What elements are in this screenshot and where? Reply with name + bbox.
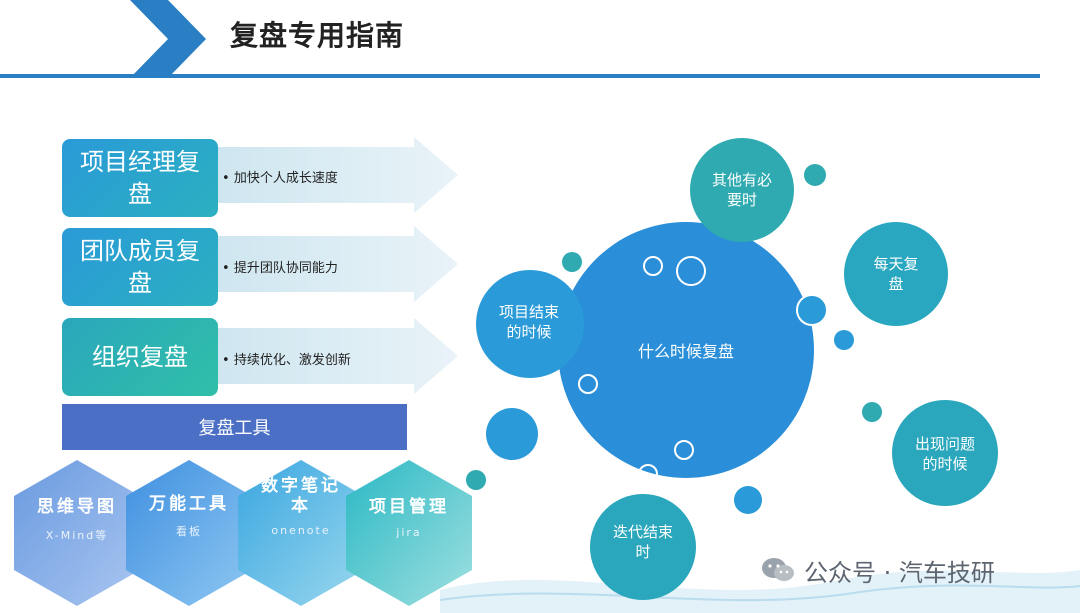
dot — [796, 294, 828, 326]
dot — [486, 408, 538, 460]
dot — [804, 164, 826, 186]
tool-label-1: 思维导图 — [37, 497, 117, 517]
pm-review-title: 项目经理复盘 — [80, 148, 200, 208]
pm-review-box: 项目经理复盘 — [62, 139, 218, 217]
hex-universal-tool — [126, 460, 252, 606]
team-review-note: • 提升团队协同能力 — [222, 261, 338, 276]
wechat-icon — [762, 558, 794, 581]
dot — [862, 402, 882, 422]
arrow-shape-3 — [218, 318, 458, 394]
ring — [674, 440, 694, 460]
org-review-box: 组织复盘 — [62, 318, 218, 396]
arrow-shape-2 — [218, 226, 458, 302]
dot — [466, 470, 486, 490]
iteration-bubble — [590, 494, 696, 600]
tool-sub-3: onenote — [271, 524, 331, 537]
center-bubble-label: 什么时候复盘 — [637, 342, 734, 361]
dot — [562, 252, 582, 272]
team-review-title: 团队成员复盘 — [80, 237, 200, 297]
tool-label-4: 项目管理 — [369, 497, 449, 517]
tool-sub-1: X-Mind等 — [45, 529, 109, 542]
daily-label: 每天复盘 — [873, 255, 919, 293]
iteration-label: 迭代结束时 — [612, 523, 673, 561]
tools-bar: 复盘工具 — [62, 404, 407, 450]
header-chevron-shape — [130, 0, 206, 78]
pm-review-note: • 加快个人成长速度 — [222, 171, 338, 186]
org-review-note: • 持续优化、激发创新 — [222, 353, 351, 368]
page-title: 复盘专用指南 — [230, 19, 405, 52]
watermark-text: 公众号 · 汽车技研 — [804, 559, 995, 587]
header-rule — [0, 74, 1040, 78]
project-end-bubble — [476, 270, 584, 378]
team-review-box: 团队成员复盘 — [62, 228, 218, 306]
tool-label-3: 数字笔记本 — [261, 476, 341, 516]
dot — [834, 330, 854, 350]
problem-bubble — [892, 400, 998, 506]
tool-label-2: 万能工具 — [149, 494, 229, 514]
arrow-shape-1 — [218, 137, 458, 213]
hex-mindmap — [14, 460, 140, 606]
dot — [734, 486, 762, 514]
hex-project-mgmt — [346, 460, 472, 606]
other-label: 其他有必要时 — [711, 171, 772, 209]
project-end-label: 项目结束的时候 — [498, 303, 559, 341]
tool-sub-2: 看板 — [176, 525, 202, 538]
ring — [643, 256, 663, 276]
problem-label: 出现问题的时候 — [914, 435, 975, 473]
wave-decoration — [440, 570, 1080, 613]
daily-bubble — [844, 222, 948, 326]
org-review-title: 组织复盘 — [92, 343, 188, 371]
hex-digital-notebook — [238, 460, 364, 606]
tool-sub-4: jira — [396, 526, 422, 539]
other-bubble — [690, 138, 794, 242]
ring — [676, 256, 706, 286]
ring — [638, 464, 658, 484]
ring — [578, 374, 598, 394]
